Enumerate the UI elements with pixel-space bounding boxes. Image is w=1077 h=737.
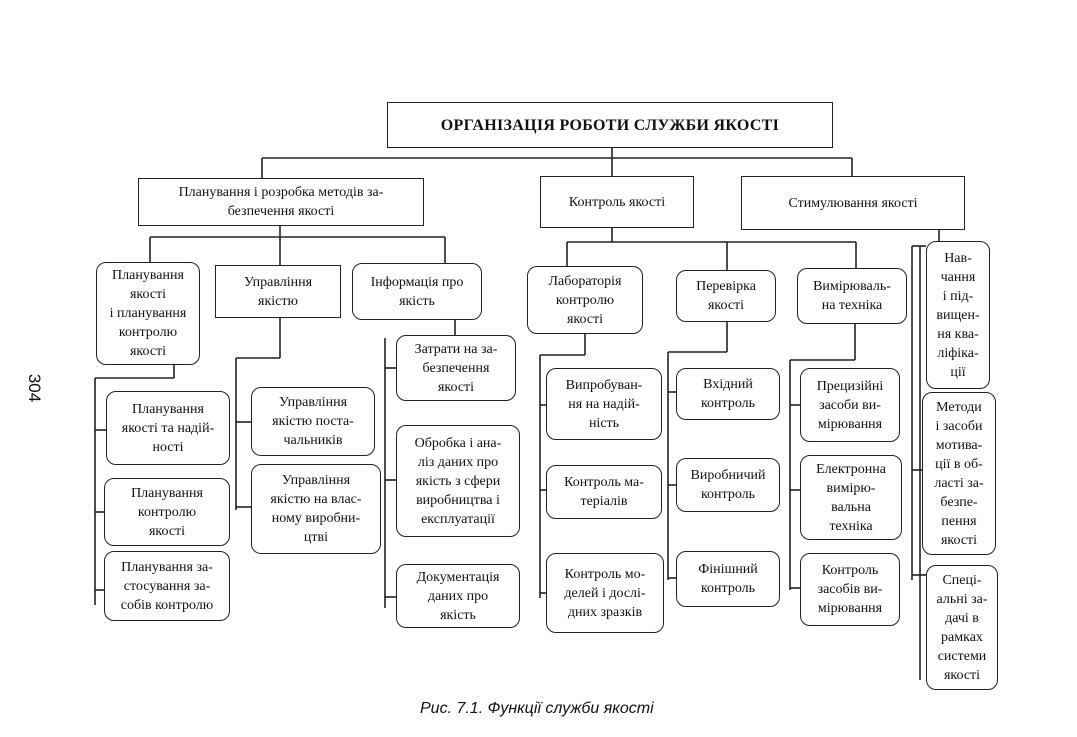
diagram-title: ОРГАНІЗАЦІЯ РОБОТИ СЛУЖБИ ЯКОСТІ (387, 102, 833, 148)
node-measuring-technique: Вимірюваль- на техніка (797, 268, 907, 324)
node-own-production-management: Управління якістю на влас- ному виробни-… (251, 464, 381, 554)
node-electronic-measuring: Електронна вимірю- вальна техніка (800, 455, 902, 540)
node-quality-control: Контроль якості (540, 176, 694, 228)
node-motivation-methods: Методи і засоби мотива- ції в об- ласті … (922, 392, 996, 555)
node-quality-stimulation: Стимулювання якості (741, 176, 965, 230)
node-quality-costs: Затрати на за- безпечення якості (396, 335, 516, 401)
node-quality-information: Інформація про якість (352, 263, 482, 320)
node-training: Нав- чання і під- вищен- ня ква- ліфіка-… (926, 241, 990, 389)
node-materials-control: Контроль ма- теріалів (546, 465, 662, 519)
node-quality-management: Управління якістю (215, 265, 341, 318)
node-reliability-tests: Випробуван- ня на надій- ність (546, 368, 662, 440)
node-supplier-management: Управління якістю поста- чальників (251, 387, 375, 456)
node-reliability-planning: Планування якості та надій- ності (106, 391, 230, 465)
node-data-processing: Обробка і ана- ліз даних про якість з сф… (396, 425, 520, 537)
node-measuring-tools-control: Контроль засобів ви- мірювання (800, 553, 900, 626)
node-final-control: Фінішний контроль (676, 551, 780, 607)
node-incoming-control: Вхідний контроль (676, 368, 780, 420)
node-tools-planning: Планування за- стосування за- собів конт… (104, 551, 230, 621)
page-number: 304 (25, 373, 45, 403)
node-production-control: Виробничий контроль (676, 458, 780, 512)
node-planning-methods: Планування і розробка методів за- безпеч… (138, 178, 424, 226)
node-documentation: Документація даних про якість (396, 564, 520, 628)
node-quality-check: Перевірка якості (676, 270, 776, 322)
node-control-laboratory: Лабораторія контролю якості (527, 266, 643, 334)
node-quality-planning: Планування якості і планування контролю … (96, 262, 200, 365)
node-special-tasks: Спеці- альні за- дачі в рамках системи я… (926, 565, 998, 690)
node-control-planning: Планування контролю якості (104, 478, 230, 546)
figure-caption: Рис. 7.1. Функції служби якості (420, 700, 654, 717)
node-models-control: Контроль мо- делей і дослі- дних зразків (546, 553, 664, 633)
node-precision-tools: Прецизійні засоби ви- мірювання (800, 368, 900, 442)
